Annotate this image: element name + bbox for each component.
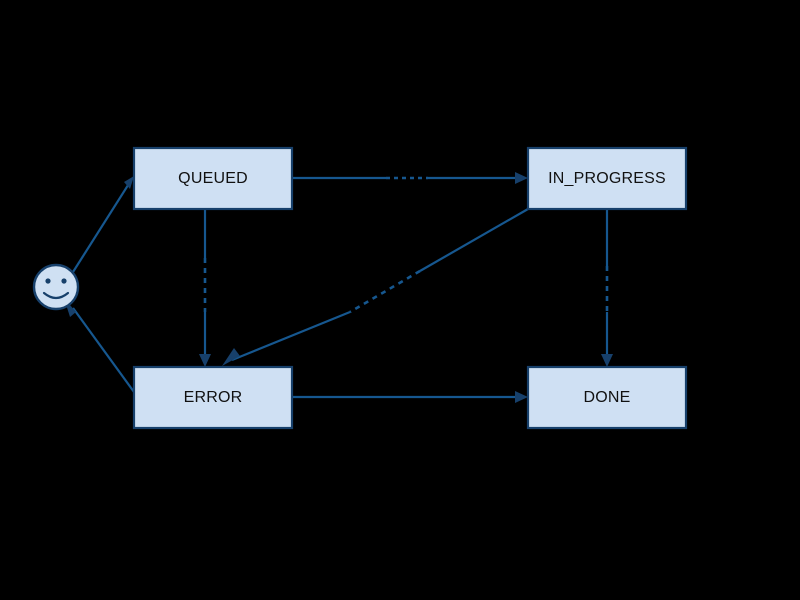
node-error-box (132, 365, 294, 430)
node-in-progress-label: IN_PROGRESS (548, 170, 666, 187)
node-queued-label: QUEUED (178, 170, 248, 187)
edge-error-to-start[interactable] (64, 298, 135, 393)
arrowhead-in-progress-to-done (601, 354, 613, 367)
edge-start-to-queued-line (72, 181, 131, 273)
edge-error-to-start-line (72, 307, 135, 393)
start-state-eye-left-icon (45, 278, 51, 284)
arrowhead-start-to-queued (124, 176, 134, 189)
node-in-progress-box (526, 146, 688, 211)
node-in-progress[interactable]: IN_PROGRESS (526, 146, 688, 211)
edge-error-to-done[interactable] (292, 391, 528, 403)
start-state-eye-right-icon (61, 278, 67, 284)
edge-in-progress-to-error[interactable] (222, 208, 529, 366)
arrowhead-queued-to-error (199, 354, 211, 367)
edge-queued-to-error[interactable] (199, 209, 211, 367)
edge-in-progress-to-error-seg1 (419, 208, 529, 272)
node-queued-box (132, 146, 294, 211)
node-error[interactable]: ERROR (132, 365, 294, 430)
node-error-label: ERROR (184, 389, 243, 406)
edge-in-progress-to-error-seg2 (231, 310, 351, 362)
arrowhead-in-progress-to-error (222, 348, 240, 366)
arrowhead-error-to-done (515, 391, 528, 403)
node-done-label: DONE (583, 389, 630, 406)
arrowhead-queued-to-in-progress (515, 172, 528, 184)
edge-in-progress-to-done[interactable] (601, 209, 613, 367)
start-state-smile-icon (42, 291, 70, 300)
edge-in-progress-to-error-label-gap (349, 269, 421, 314)
node-done[interactable]: DONE (526, 365, 688, 430)
edge-start-to-queued[interactable] (72, 176, 134, 273)
edge-queued-to-in-progress[interactable] (292, 172, 528, 184)
node-done-box (526, 365, 688, 430)
node-queued[interactable]: QUEUED (132, 146, 294, 211)
node-start-state[interactable] (32, 263, 80, 311)
start-state-circle (32, 263, 80, 311)
